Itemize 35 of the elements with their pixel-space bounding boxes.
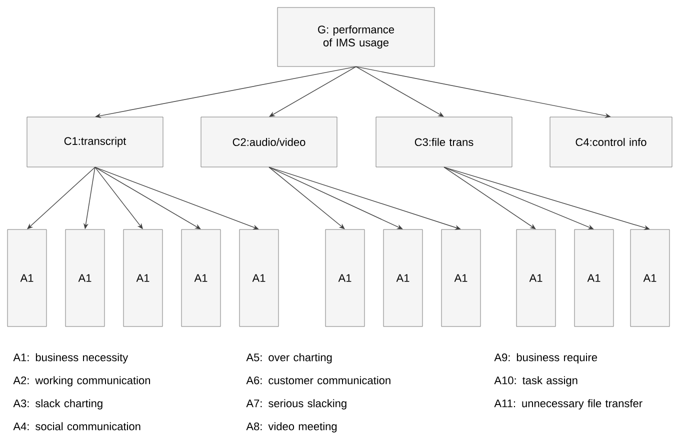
arrow	[27, 166, 96, 230]
item-box: A1	[239, 229, 279, 327]
item-box: A1	[441, 229, 481, 327]
arrow	[269, 66, 356, 117]
item-box: A1	[7, 229, 47, 327]
item-box: A1	[65, 229, 105, 327]
legend-text: A10: task assign	[494, 376, 578, 386]
arrow	[268, 166, 345, 230]
item-box: A1	[325, 229, 365, 327]
legend-text: A9: business require	[494, 353, 598, 364]
legend-text: A3: slack charting	[13, 399, 102, 410]
legend-text: A8: video meeting	[246, 422, 337, 432]
item-box: A1	[181, 229, 221, 327]
arrow	[94, 166, 201, 230]
legend-text: A4: social communication	[13, 422, 140, 430]
item-box: A1	[516, 229, 556, 327]
goal-box: G: performance of IMS usage	[277, 7, 435, 67]
item-box: A1	[383, 229, 423, 327]
arrow	[356, 66, 444, 117]
legend-text: A7: serious slacking	[246, 399, 346, 410]
legend-text: A2: working communication	[13, 376, 150, 386]
category-box: C3:file trans	[376, 116, 512, 168]
legend-text: A6: customer communication	[246, 376, 390, 384]
category-box: C1:transcript	[26, 116, 164, 168]
category-box: C2:audio/video	[200, 116, 338, 168]
arrow	[268, 166, 403, 230]
arrow	[444, 166, 536, 230]
item-box: A1	[630, 229, 670, 327]
category-box: C4:control info	[550, 116, 672, 168]
item-box: A1	[123, 229, 163, 327]
item-box: A1	[574, 229, 614, 327]
legend-text: A1: business necessity	[13, 353, 128, 364]
legend-text: A11: unnecessary file transfer	[494, 399, 642, 410]
legend-text: A5: over charting	[246, 353, 332, 364]
arrow	[444, 166, 594, 230]
